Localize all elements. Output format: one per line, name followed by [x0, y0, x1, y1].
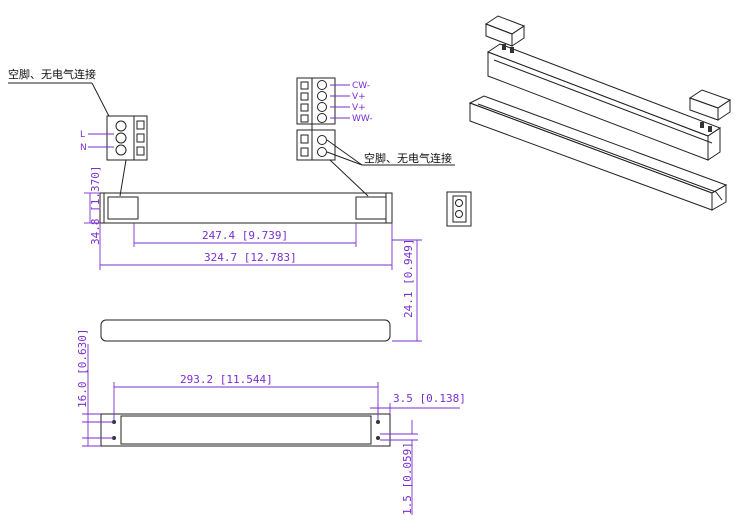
dimension-hole-spacing: 293.2 [11.544] [113, 373, 379, 420]
bottom-view-body [100, 413, 391, 447]
side-height-label: 24.1 [0.949] [402, 239, 415, 318]
dimension-bottom-height: 16.0 [0.630] [76, 329, 101, 447]
inner-length-label: 247.4 [9.739] [202, 229, 288, 242]
dimension-inner-length: 247.4 [9.739] [133, 223, 357, 247]
dimension-total-length: 324.7 [12.783] [99, 223, 393, 270]
input-connector: 空脚、无电气连接 L N [8, 67, 148, 197]
hole-diameter-label: 1.5 [0.059] [401, 442, 414, 515]
dimension-hole-offset: 3.5 [0.138] [370, 392, 466, 414]
pin-v2-label: V+ [352, 103, 366, 113]
isometric-view [468, 15, 732, 211]
left-connector-note: 空脚、无电气连接 [8, 67, 96, 81]
pin-cw-label: CW- [352, 81, 370, 91]
dimension-height-top: 34.8 [1.370] [84, 166, 102, 245]
pin-v1-label: V+ [352, 92, 366, 102]
hole-spacing-label: 293.2 [11.544] [180, 373, 273, 386]
height-top-label: 34.8 [1.370] [89, 166, 102, 245]
right-connector-note: 空脚、无电气连接 [364, 151, 452, 165]
hole-offset-label: 3.5 [0.138] [393, 392, 466, 405]
output-connector: CW- V+ V+ WW- 空脚、无电气连接 [296, 77, 455, 197]
pin-L-label: L [80, 130, 85, 140]
hole-ext-left [82, 421, 114, 439]
bottom-height-label: 16.0 [0.630] [76, 329, 89, 408]
dimension-hole-diameter: 1.5 [0.059] [380, 420, 418, 515]
end-view [446, 191, 472, 227]
pin-ww-label: WW- [352, 114, 373, 124]
pin-N-label: N [80, 143, 87, 153]
total-length-label: 324.7 [12.783] [204, 251, 297, 264]
top-view-body [99, 192, 393, 224]
side-view-body [100, 319, 391, 342]
dimension-side-height: 24.1 [0.949] [392, 239, 422, 342]
